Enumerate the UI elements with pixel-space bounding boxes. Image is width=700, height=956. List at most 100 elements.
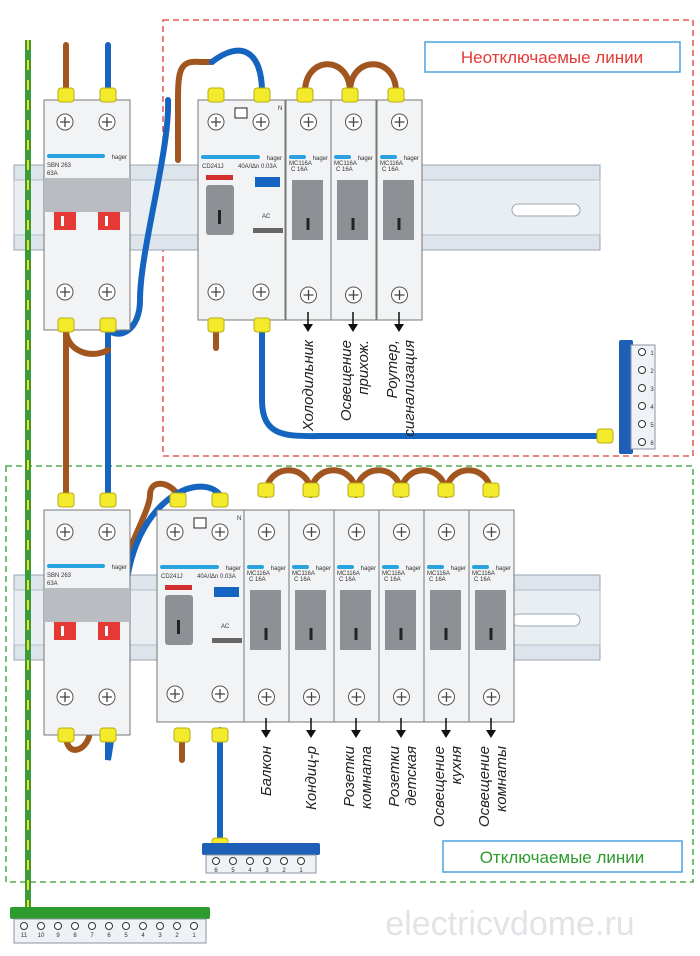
mcb-handle[interactable] bbox=[250, 590, 281, 650]
bar-terminal bbox=[638, 402, 646, 410]
switch-rating: 63A bbox=[47, 171, 58, 177]
screw-slot bbox=[303, 290, 314, 300]
bar-terminal-number: 3 bbox=[650, 387, 654, 393]
wire-lug bbox=[253, 317, 271, 333]
toggle-mark bbox=[61, 216, 64, 226]
switch-toggle-right[interactable] bbox=[98, 622, 120, 640]
wire-lug bbox=[302, 482, 320, 498]
switched-zone-label: Отключаемые линии bbox=[442, 840, 683, 873]
brand-stripe bbox=[337, 565, 354, 569]
mcb-handle[interactable] bbox=[383, 180, 414, 240]
label-line: Освещение bbox=[476, 746, 493, 827]
brand-stripe bbox=[47, 154, 105, 158]
bar-terminal bbox=[88, 922, 96, 930]
mcb-handle[interactable] bbox=[430, 590, 461, 650]
arrow-down-icon bbox=[441, 730, 451, 738]
bar-terminal bbox=[54, 922, 62, 930]
wire-lug bbox=[596, 428, 614, 444]
switch-toggle-left[interactable] bbox=[54, 622, 76, 640]
mcb-handle[interactable] bbox=[385, 590, 416, 650]
switch-rating: 63A bbox=[47, 581, 58, 587]
watermark: electricvdome.ru bbox=[385, 905, 634, 943]
arrow-down-icon bbox=[396, 730, 406, 738]
bar-terminal-number: 1 bbox=[650, 351, 654, 357]
mcb-handle[interactable] bbox=[337, 180, 368, 240]
screw-slot bbox=[60, 287, 70, 297]
arrow-down-icon bbox=[486, 730, 496, 738]
rcd-trip-indicator bbox=[165, 585, 192, 590]
label-line: сигнализация bbox=[401, 340, 418, 437]
bar-terminal bbox=[139, 922, 147, 930]
mcb-curve: C 16A bbox=[384, 577, 401, 583]
rcd-test-button[interactable] bbox=[214, 587, 239, 597]
label-line: Балкон bbox=[258, 746, 275, 796]
wire-lug bbox=[99, 492, 117, 508]
brand-label: hager bbox=[226, 566, 241, 572]
bar-terminal-number: 9 bbox=[56, 933, 60, 939]
screw-slot bbox=[256, 287, 266, 297]
bar-terminal bbox=[638, 438, 646, 446]
mcb-curve: C 16A bbox=[382, 167, 399, 173]
brand-label: hager bbox=[361, 566, 376, 572]
bar-terminal-number: 5 bbox=[231, 868, 235, 874]
bar-terminal-number: 4 bbox=[141, 933, 145, 939]
bar-terminal bbox=[263, 857, 271, 865]
bar-terminal bbox=[280, 857, 288, 865]
bar-terminal-number: 4 bbox=[248, 868, 252, 874]
handle-mark bbox=[218, 210, 221, 224]
arrow-down-icon bbox=[306, 730, 316, 738]
mcb-handle[interactable] bbox=[340, 590, 371, 650]
bar-terminal-number: 4 bbox=[650, 405, 654, 411]
permanent-zone-label: Неотключаемые линии bbox=[424, 41, 681, 73]
screw-slot bbox=[60, 117, 70, 127]
rcd-test-button[interactable] bbox=[255, 177, 280, 187]
rcd-rating: 40A/IΔn 0.03A bbox=[238, 164, 277, 170]
brand-stripe bbox=[47, 564, 105, 568]
bar-terminal bbox=[173, 922, 181, 930]
neutral-wire-top-link bbox=[105, 97, 172, 337]
bar-terminal-number: 3 bbox=[158, 933, 162, 939]
mcb-curve: C 16A bbox=[339, 577, 356, 583]
label-line: Роутер, bbox=[384, 340, 401, 399]
bar-terminal bbox=[105, 922, 113, 930]
mcb-handle[interactable] bbox=[295, 590, 326, 650]
brand-stripe bbox=[382, 565, 399, 569]
bar-terminal-number: 10 bbox=[38, 933, 45, 939]
top-line-label-1: Холодильник bbox=[300, 339, 317, 432]
switch-handle-area bbox=[44, 588, 130, 622]
screw-slot bbox=[394, 117, 405, 127]
handle-mark bbox=[444, 628, 448, 640]
screw-slot bbox=[256, 117, 266, 127]
bar-terminal bbox=[156, 922, 164, 930]
screw-slot bbox=[441, 692, 452, 702]
mcb-handle[interactable] bbox=[475, 590, 506, 650]
bar-terminal-number: 1 bbox=[192, 933, 196, 939]
switch-toggle-left[interactable] bbox=[54, 212, 76, 230]
screw-slot bbox=[441, 527, 452, 537]
brand-stripe bbox=[292, 565, 309, 569]
mcb-handle[interactable] bbox=[292, 180, 323, 240]
label-line: Освещение bbox=[338, 340, 355, 421]
bar-terminal-number: 5 bbox=[650, 423, 654, 429]
mcb-model: MC116A bbox=[292, 571, 315, 577]
rcd-terminal-n: N bbox=[237, 516, 241, 522]
label-line: Кондиц-р bbox=[303, 746, 320, 810]
label-line: кухня bbox=[448, 746, 465, 784]
bar-terminal bbox=[71, 922, 79, 930]
wire-lug bbox=[57, 87, 75, 103]
arrow-down-icon bbox=[351, 730, 361, 738]
wire-lug bbox=[387, 87, 405, 103]
bar-terminal-number: 8 bbox=[73, 933, 77, 939]
mcb-model: MC116A bbox=[380, 161, 403, 167]
switch-handle-area bbox=[44, 178, 130, 212]
mcb-curve: C 16A bbox=[249, 577, 266, 583]
phase-bridge-2 bbox=[347, 61, 399, 95]
switch-toggle-right[interactable] bbox=[98, 212, 120, 230]
screw-slot bbox=[348, 117, 359, 127]
arrow-down-icon bbox=[303, 324, 313, 332]
screw-slot bbox=[306, 527, 317, 537]
neutral-wire-to-bar bbox=[259, 327, 608, 440]
